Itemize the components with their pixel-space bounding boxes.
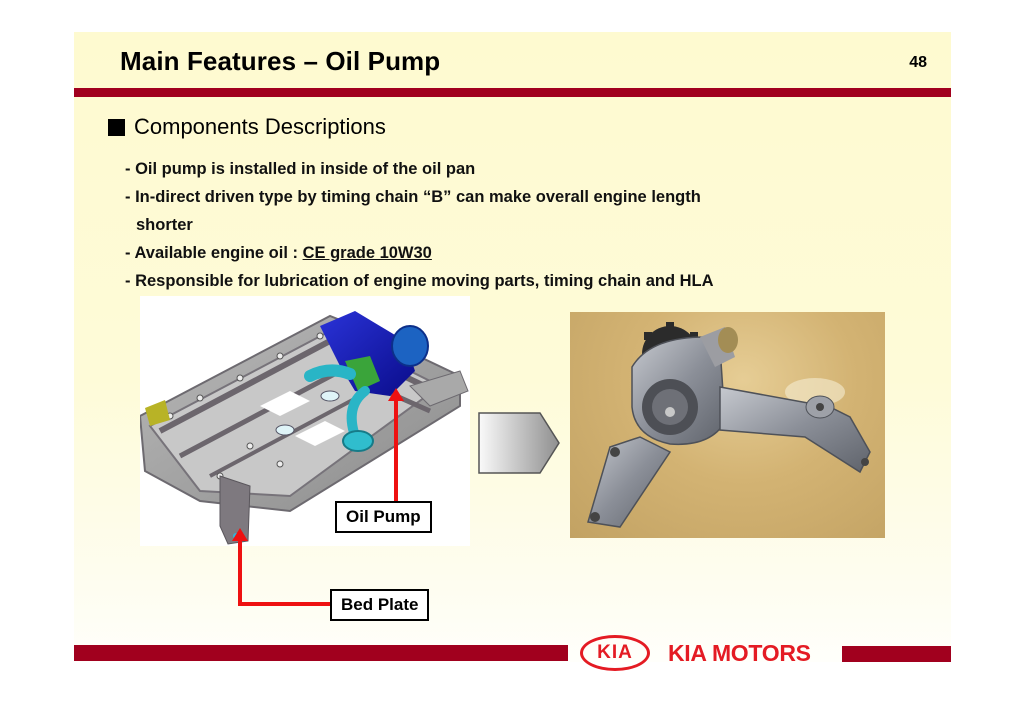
bullet-prefix: - <box>125 244 135 262</box>
oil-grade: CE grade 10W30 <box>302 244 432 262</box>
bullet-item: - Oil pump is installed in inside of the… <box>125 155 845 183</box>
slide-title: Main Features – Oil Pump <box>120 46 441 76</box>
bullet-text: Responsible for lubrication of engine mo… <box>135 272 714 290</box>
bullet-prefix: - <box>125 272 136 290</box>
kia-logo: KIA KIA MOTORS <box>580 635 811 671</box>
oil-pump-arrowhead-icon <box>388 388 404 401</box>
square-bullet-icon <box>108 118 125 136</box>
bed-plate-arrowhead-icon <box>232 528 248 541</box>
bullet-continuation: shorter <box>136 216 193 234</box>
bullet-item: - Available engine oil : CE grade 10W30 <box>125 239 845 267</box>
section-heading-text: Components Descriptions <box>134 114 386 139</box>
oil-pump-photo <box>570 312 885 538</box>
right-arrow-icon <box>478 412 560 474</box>
bullet-list: - Oil pump is installed in inside of the… <box>125 155 845 295</box>
bed-plate-leader-line-vertical <box>238 540 242 606</box>
bed-plate-render-icon <box>138 311 469 545</box>
footer-divider-left <box>74 645 568 661</box>
page-number: 48 <box>909 54 927 71</box>
bullet-text: Oil pump is installed in inside of the o… <box>135 160 476 178</box>
bed-plate-callout: Bed Plate <box>330 589 430 621</box>
section-heading: Components Descriptions <box>108 114 386 140</box>
oil-pump-photo-icon <box>587 322 871 528</box>
bullet-item: - In-direct driven type by timing chain … <box>125 183 845 211</box>
brand-name: KIA MOTORS <box>668 639 811 666</box>
bed-plate-leader-line-horizontal <box>238 602 332 606</box>
bullet-text: In-direct driven type by timing chain “B… <box>135 188 701 206</box>
oil-pump-leader-line <box>394 399 398 503</box>
oil-pump-callout: Oil Pump <box>335 501 432 533</box>
bullet-prefix: - <box>125 160 136 178</box>
bullet-text: Available engine oil : <box>134 244 303 262</box>
slide: Main Features – Oil Pump 48 Components D… <box>74 32 951 671</box>
kia-oval-logo-icon: KIA <box>580 635 650 671</box>
footer-divider-right <box>842 646 951 662</box>
bullet-item: - Responsible for lubrication of engine … <box>125 267 845 295</box>
bullet-prefix: - <box>125 188 136 206</box>
title-divider <box>74 88 951 97</box>
